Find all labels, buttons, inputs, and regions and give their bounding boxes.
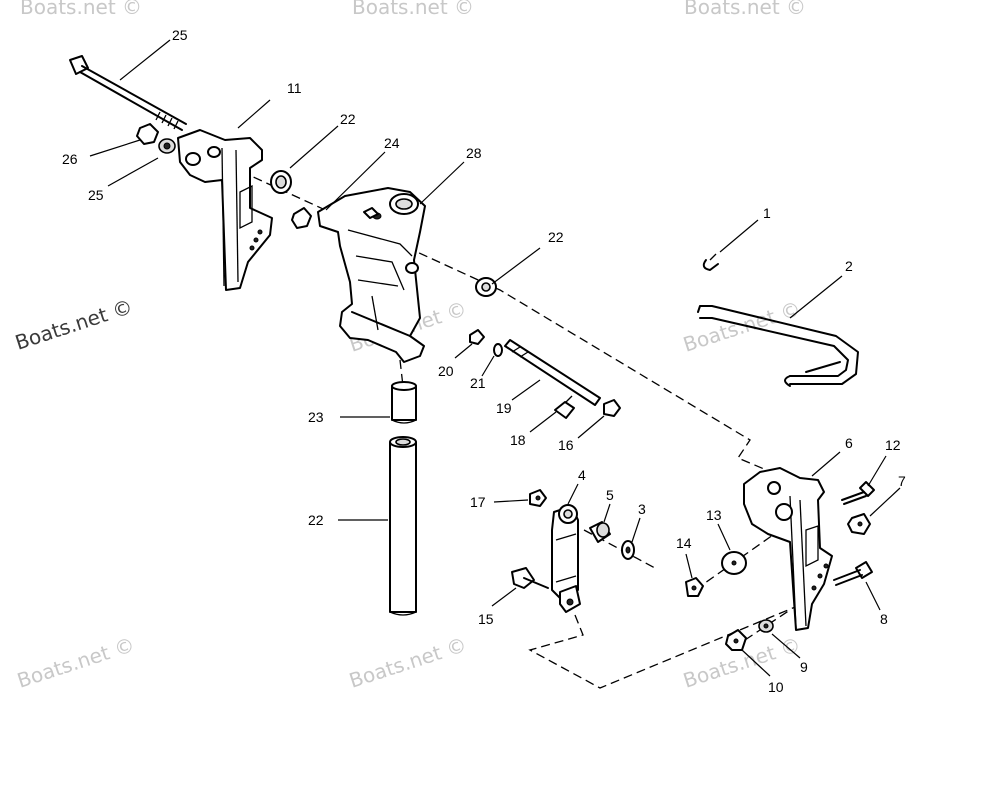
callout-8: 8 [880,611,888,627]
bolt-nut [136,123,176,154]
cap-nut-16 [603,399,621,417]
bolt-12 [841,481,875,505]
callout-22: 22 [340,111,356,127]
tilt-tube [389,436,417,616]
fitting-18 [554,395,575,419]
callout-28: 28 [466,145,482,161]
bushing [391,381,417,424]
callout-25: 24 [384,135,400,151]
spacer-5 [589,521,611,543]
callout-1: 1 [763,205,771,221]
lower-washer-nut [725,619,774,651]
flat-washer-13 [721,551,747,575]
callout-14: 14 [676,535,692,551]
callout-18: 18 [510,432,526,448]
callout-16: 16 [558,437,574,453]
callout-21: 21 [470,375,486,391]
callout-25: 25 [88,187,104,203]
pivot-shaft [504,339,601,406]
callout-20: 20 [438,363,454,379]
callout-22: 22 [548,229,564,245]
swivel-bracket [317,187,426,363]
nut-14 [685,577,704,597]
watermark: Boats.net © [684,0,806,19]
callout-27: 25 [172,27,188,43]
grease-fitting [469,329,503,357]
callout-6: 6 [845,435,853,451]
callout-10: 10 [768,679,784,695]
callout-9: 9 [800,659,808,675]
nut-17 [529,489,547,507]
callout-26: 26 [62,151,78,167]
callout-3: 3 [638,501,646,517]
nut-7 [847,513,871,535]
callout-15: 15 [478,611,494,627]
callout-17: 17 [470,494,486,510]
watermark: Boats.net © [12,294,135,355]
hair-pin-clip [702,253,719,271]
callout-12: 12 [885,437,901,453]
washer-upper [270,170,292,194]
callout-7: 7 [898,473,906,489]
callout-24: 23 [308,409,324,425]
washer-right [475,277,497,297]
callout-5: 5 [606,487,614,503]
callout-4: 4 [578,467,586,483]
callout-13: 13 [706,507,722,523]
watermark: Boats.net © [14,632,137,693]
callout-19: 19 [496,400,512,416]
leader-lines [89,39,901,677]
bolt-8 [833,561,873,586]
watermark: Boats.net © [346,632,469,693]
right-clamp-bracket [743,467,833,631]
watermark: Boats.net © [680,296,803,357]
tilt-support-bar [697,305,859,387]
shock-absorber [551,504,581,613]
washer-3 [621,540,635,560]
pivot-bolt-15 [511,567,549,589]
left-clamp-bracket [177,129,273,291]
callout-11: 11 [287,80,302,96]
watermark: Boats.net © [352,0,474,19]
nut-right [291,207,312,229]
through-bolt [69,55,187,131]
callout-23: 22 [308,512,324,528]
watermark: Boats.net © [20,0,142,19]
assembly-lines [189,147,801,689]
callout-numbers: 25 11 22 24 28 26 25 22 1 2 20 21 19 18 … [62,27,906,695]
callout-2: 2 [845,258,853,274]
